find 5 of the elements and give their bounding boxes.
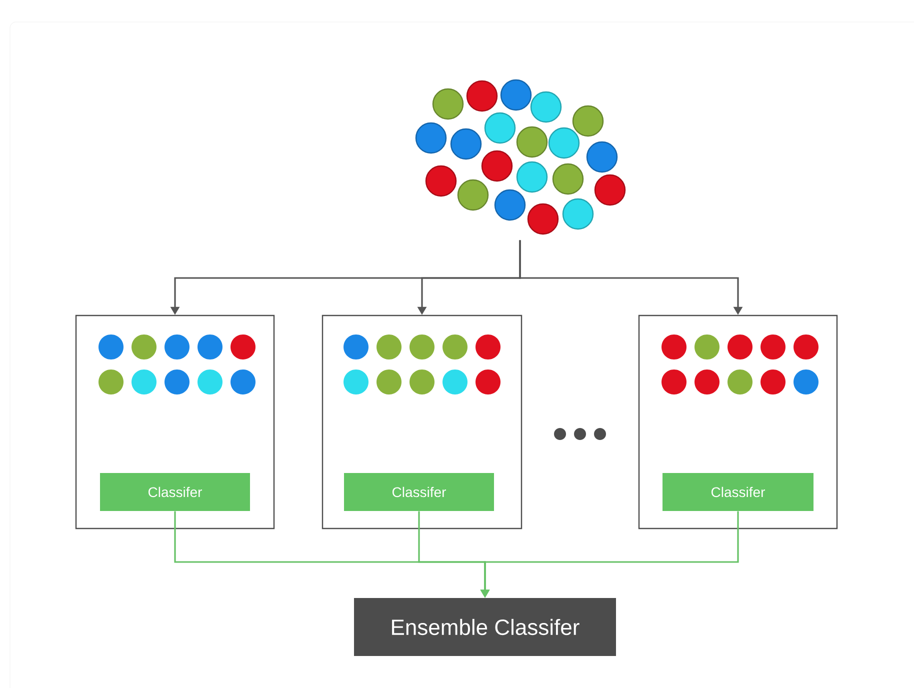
classifier-box: Classifer: [662, 473, 814, 511]
data-points-drawing: [415, 79, 626, 235]
classifier-box: Classifer: [100, 473, 250, 511]
ensemble-box: Ensemble Classifer: [354, 598, 616, 656]
classifier-box: Classifer: [344, 473, 494, 511]
